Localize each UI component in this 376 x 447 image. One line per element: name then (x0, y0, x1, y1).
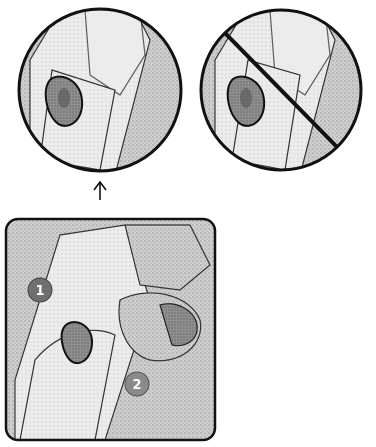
step-2-label: 2 (132, 378, 141, 393)
step-2-marker: 2 (125, 372, 149, 396)
step-1-marker: 1 (28, 278, 52, 302)
correct-closeup-panel (15, 5, 185, 175)
step-1-label: 1 (35, 284, 44, 299)
procedure-panel: 1 2 (6, 219, 215, 440)
up-arrow-icon (94, 182, 106, 200)
incorrect-closeup-panel (195, 5, 370, 175)
